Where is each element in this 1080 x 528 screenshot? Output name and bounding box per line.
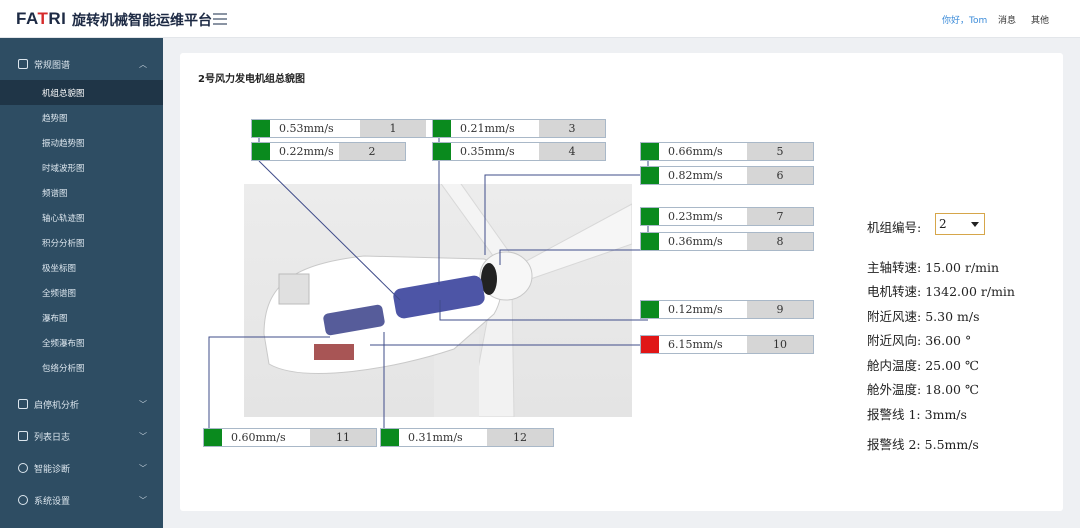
reading-wind-speed: 附近风速:5.30 m/s	[867, 309, 980, 324]
sidebar-section-diagnosis[interactable]: 智能诊断 ﹀	[0, 452, 163, 484]
status-led	[641, 167, 659, 184]
status-led	[641, 208, 659, 225]
unit-select[interactable]: 2	[935, 213, 985, 235]
sidebar: 常规图谱 ︿ 机组总貌图 趋势图 振动趋势图 时域波形图 频谱图 轴心轨迹图 积…	[0, 38, 163, 528]
check-circle-icon	[18, 463, 28, 473]
chevron-down-icon: ﹀	[139, 463, 147, 473]
status-led	[204, 429, 222, 446]
status-led	[252, 120, 270, 137]
status-led	[433, 120, 451, 137]
sidebar-item-vibration-trend[interactable]: 振动趋势图	[42, 138, 85, 149]
sidebar-section-settings[interactable]: 系统设置 ﹀	[0, 484, 163, 516]
sidebar-section-charts[interactable]: 常规图谱 ︿	[0, 48, 163, 80]
sidebar-item-overview[interactable]: 机组总貌图	[0, 80, 163, 105]
sidebar-item-full-spectrum[interactable]: 全频谱图	[42, 288, 77, 299]
sidebar-item-waveform[interactable]: 时域波形图	[42, 163, 85, 174]
sensor-9[interactable]: 0.12mm/s 9	[640, 300, 814, 319]
reading-motor-speed: 电机转速:1342.00 r/min	[867, 284, 1015, 299]
user-greeting[interactable]: 你好，Tom	[942, 16, 988, 26]
list-icon	[18, 431, 28, 441]
grid-icon	[18, 59, 28, 69]
sensor-5[interactable]: 0.66mm/s 5	[640, 142, 814, 161]
sensor-4[interactable]: 0.35mm/s 4	[432, 142, 606, 161]
reading-wind-direction: 附近风向:36.00 °	[867, 333, 972, 348]
top-bar: FATRI 旋转机械智能运维平台 你好，Tom 消息 其他	[0, 0, 1080, 38]
dropdown-arrow-icon	[971, 222, 979, 227]
other-link[interactable]: 其他	[1031, 16, 1050, 26]
chevron-down-icon: ﹀	[139, 431, 147, 441]
messages-link[interactable]: 消息	[998, 16, 1017, 26]
sidebar-item-spectrum[interactable]: 频谱图	[42, 188, 68, 199]
brand-logo: FATRI	[16, 9, 67, 28]
info-icon	[18, 495, 28, 505]
status-led	[641, 233, 659, 250]
status-led	[433, 143, 451, 160]
sidebar-item-orbit[interactable]: 轴心轨迹图	[42, 213, 85, 224]
reading-alarm-line-1: 报警线 1:3mm/s	[867, 407, 967, 422]
sidebar-item-waterfall[interactable]: 瀑布图	[42, 313, 68, 324]
reading-main-speed: 主轴转速:15.00 r/min	[867, 260, 1000, 275]
sensor-2[interactable]: 0.22mm/s 2	[251, 142, 406, 161]
page-title: 2号风力发电机组总貌图	[198, 74, 305, 85]
sidebar-item-integral[interactable]: 积分分析图	[42, 238, 85, 249]
sensor-10[interactable]: 6.15mm/s 10	[640, 335, 814, 354]
chevron-up-icon: ︿	[139, 59, 147, 69]
reading-alarm-line-2: 报警线 2:5.5mm/s	[867, 437, 979, 452]
reading-inner-temp: 舱内温度:25.00 ℃	[867, 358, 979, 373]
sensor-7[interactable]: 0.23mm/s 7	[640, 207, 814, 226]
status-led	[381, 429, 399, 446]
status-led	[641, 301, 659, 318]
sidebar-section-startstop[interactable]: 启停机分析 ﹀	[0, 388, 163, 420]
sensor-12[interactable]: 0.31mm/s 12	[380, 428, 554, 447]
chevron-down-icon: ﹀	[139, 495, 147, 505]
sensor-6[interactable]: 0.82mm/s 6	[640, 166, 814, 185]
sidebar-item-trend[interactable]: 趋势图	[42, 113, 68, 124]
sidebar-item-polar[interactable]: 极坐标图	[42, 263, 77, 274]
alarm-led	[641, 336, 659, 353]
reading-outer-temp: 舱外温度:18.00 ℃	[867, 382, 979, 397]
sidebar-item-envelope[interactable]: 包络分析图	[42, 363, 85, 374]
sidebar-section-log[interactable]: 列表日志 ﹀	[0, 420, 163, 452]
sensor-3[interactable]: 0.21mm/s 3	[432, 119, 606, 138]
sensor-8[interactable]: 0.36mm/s 8	[640, 232, 814, 251]
sidebar-item-full-waterfall[interactable]: 全频瀑布图	[42, 338, 85, 349]
list-icon	[18, 399, 28, 409]
unit-number-label: 机组编号:	[867, 220, 922, 235]
status-led	[641, 143, 659, 160]
chevron-down-icon: ﹀	[139, 399, 147, 409]
turbine-image	[244, 184, 632, 417]
sensor-11[interactable]: 0.60mm/s 11	[203, 428, 377, 447]
status-led	[252, 143, 270, 160]
app-title: 旋转机械智能运维平台	[72, 13, 212, 29]
menu-toggle-icon[interactable]	[213, 13, 227, 25]
